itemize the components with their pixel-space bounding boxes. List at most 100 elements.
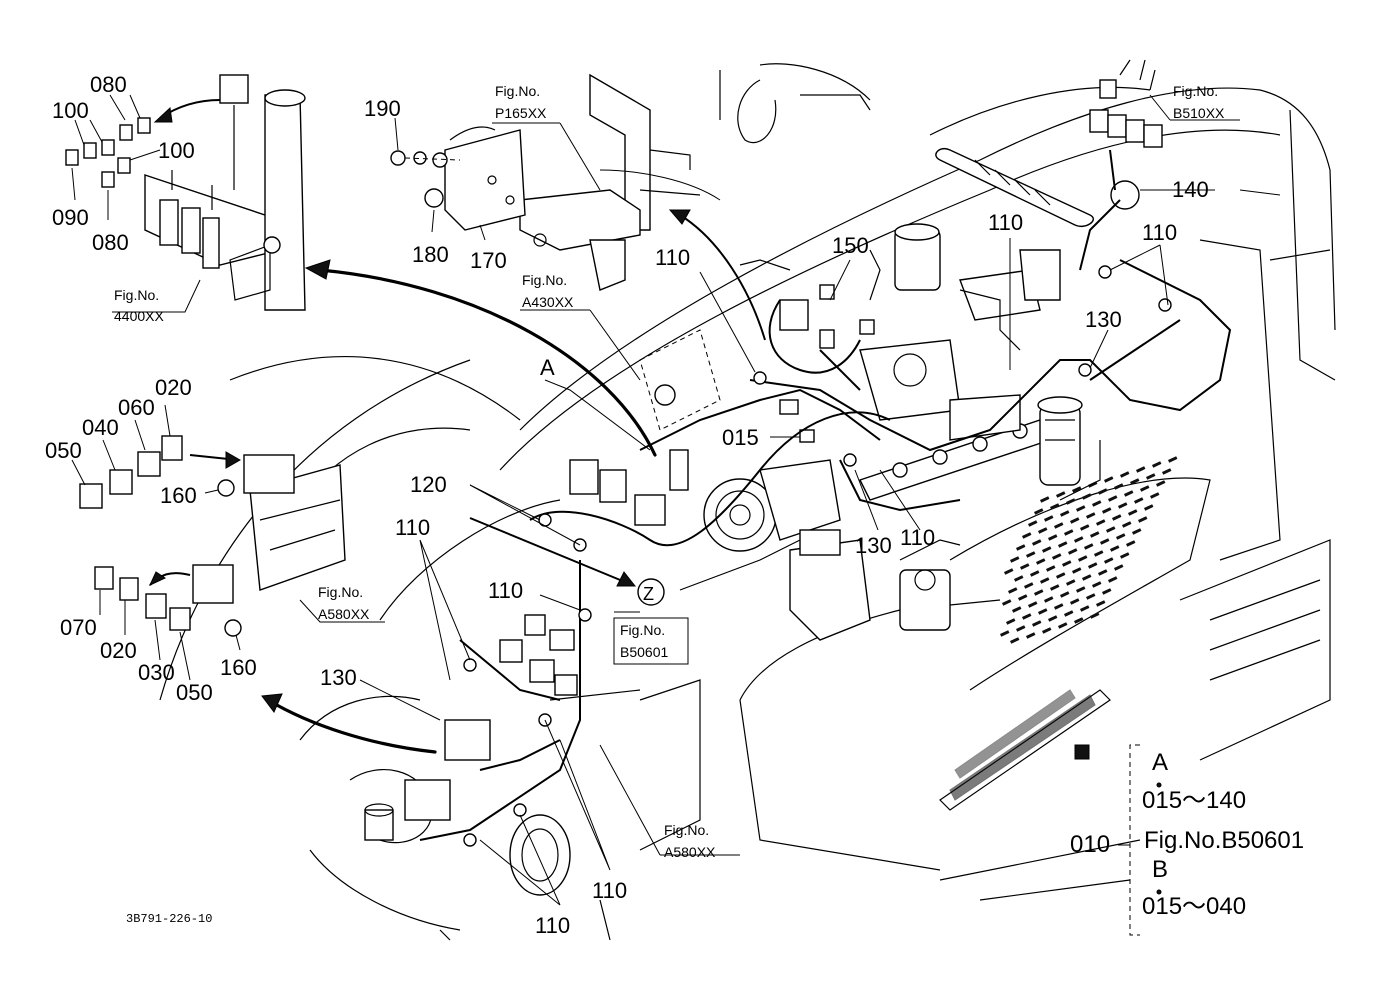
grill-slot [1014, 575, 1024, 582]
callout-110-mid: 110 [900, 525, 935, 550]
callout-040: 040 [82, 415, 119, 440]
callout-130-right: 130 [1085, 307, 1122, 332]
grill-slot [1080, 524, 1090, 531]
grill-slot [1006, 618, 1016, 625]
legend-group-a: A [1152, 749, 1168, 776]
grill-slot [1068, 548, 1078, 555]
grill-slot [1076, 505, 1086, 512]
callout-120: 120 [410, 472, 447, 497]
callout-130-left: 130 [320, 665, 357, 690]
grill-slot [1114, 483, 1124, 490]
grill-slot [1152, 461, 1162, 468]
fig-ref-label: Fig.No. [664, 822, 709, 838]
grill-slot [1108, 495, 1118, 502]
callout-050-top: 050 [45, 438, 82, 463]
grill-slot [1048, 534, 1058, 541]
grill-slot [1112, 514, 1122, 521]
grill-slot [1102, 507, 1112, 514]
grill-slot [1108, 576, 1118, 583]
inset-relay-block-a580 [79, 435, 346, 637]
grill-slot [1016, 625, 1026, 632]
grill-slot [1162, 468, 1172, 475]
callout-020-bottom: 020 [100, 638, 137, 663]
grill-slot [1146, 473, 1156, 480]
connector-block-b510 [1089, 59, 1163, 148]
grill-slot [1074, 536, 1084, 543]
callout-140: 140 [1172, 177, 1209, 202]
grill-slot [1082, 574, 1092, 581]
fig-ref-a580-bottom: Fig.No. A580XX [664, 822, 716, 860]
legend-fig-ref: Fig.No.B50601 [1144, 827, 1304, 854]
zone-label-z: Z [643, 584, 654, 604]
fig-ref-code: A580XX [318, 606, 370, 622]
grill-slot [1126, 540, 1136, 547]
callout-015: 015 [722, 425, 759, 450]
grill-slot [1120, 471, 1130, 478]
grill-slot [1080, 605, 1090, 612]
grill-slot [1086, 593, 1096, 600]
vent-slots-top [974, 159, 1051, 206]
grill-slot [1100, 538, 1110, 545]
grill-slot [1003, 568, 1014, 575]
grill-slot [1052, 553, 1062, 560]
engine-components [404, 59, 1163, 821]
zone-marker-z [637, 578, 665, 606]
grill-slot [1096, 519, 1106, 526]
machine-body-outline [159, 63, 1336, 941]
callout-100-right: 100 [158, 138, 195, 163]
grill-slot [1138, 516, 1148, 523]
grill-slot [1114, 564, 1124, 571]
grill-slot [1060, 510, 1070, 517]
grill-slot [1106, 526, 1116, 533]
callout-110-top-right: 110 [988, 210, 1023, 235]
inset-bracket-170 [390, 126, 526, 231]
grill-slot [1034, 589, 1044, 596]
fig-ref-code: B510XX [1173, 105, 1225, 121]
grill-slot [1034, 508, 1044, 515]
callout-110-center: 110 [488, 578, 523, 603]
fig-ref-a580-left: Fig.No. A580XX [318, 584, 370, 622]
callout-arrows [148, 99, 766, 754]
grill-slot [1064, 610, 1074, 617]
grill-slot [1030, 570, 1040, 577]
grill-slot [1000, 630, 1010, 637]
fig-ref-label: Fig.No. [1173, 83, 1218, 99]
grill-slot [1036, 558, 1046, 565]
fig-ref-b510: Fig.No. B510XX [1173, 83, 1225, 121]
grill-slot [1002, 599, 1012, 606]
callout-050-bottom: 050 [176, 680, 213, 705]
grill-slot [1130, 478, 1140, 485]
grill-slot [1136, 466, 1146, 473]
callout-090: 090 [52, 205, 89, 230]
legend-range-a: 015～140 [1142, 787, 1246, 814]
grill-slot [1038, 527, 1048, 534]
grill-slot [1070, 517, 1080, 524]
grill-slot [1026, 632, 1036, 639]
grill-slot [1064, 529, 1074, 536]
grill-slot [1066, 579, 1076, 586]
callout-110-bottom-1: 110 [592, 878, 627, 903]
grill-slot [1008, 587, 1018, 594]
grill-slot [1058, 541, 1068, 548]
fig-ref-code: B50601 [620, 644, 668, 660]
grill-slot [1074, 617, 1084, 624]
grill-slot [1096, 600, 1106, 607]
grill-slot [1022, 532, 1032, 539]
grill-slot [1098, 569, 1108, 576]
fig-ref-code: A430XX [522, 294, 574, 310]
grill-slot [1092, 500, 1102, 507]
grill-slot [1056, 572, 1066, 579]
fig-ref-p165: Fig.No. P165XX [495, 83, 547, 121]
grill-slot [1058, 622, 1068, 629]
inset-fuse-holder-4400 [144, 74, 306, 311]
grill-slot [1116, 533, 1126, 540]
grill-slot [1156, 480, 1166, 487]
grill-slot [1168, 456, 1178, 463]
fig-ref-code: 4400XX [114, 308, 164, 324]
grill-slot [1060, 591, 1070, 598]
grill-slot [1092, 581, 1102, 588]
grill-slot [1040, 496, 1050, 503]
grill-slot [1102, 588, 1112, 595]
grill-perforations [1000, 456, 1178, 644]
callout-060: 060 [118, 395, 155, 420]
